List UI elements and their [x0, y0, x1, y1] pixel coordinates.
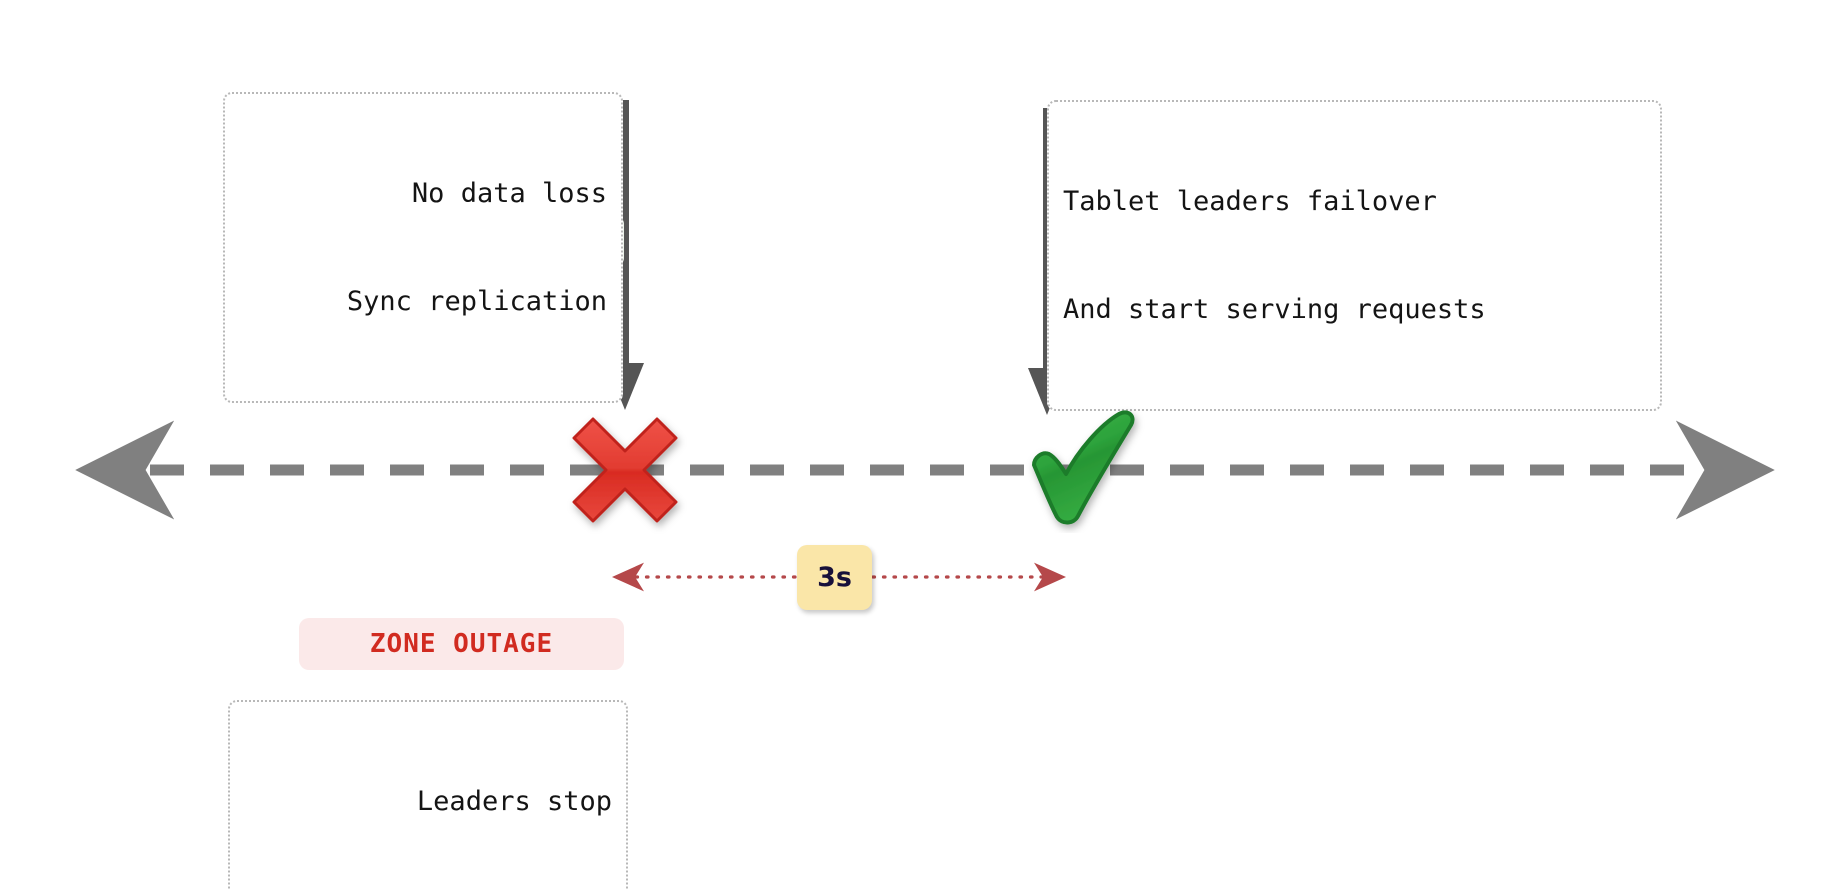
- note-top-right: Tablet leaders failover And start servin…: [1047, 100, 1662, 412]
- zone-outage-badge: ZONE OUTAGE: [299, 618, 624, 670]
- note-bottom-left: Leaders stop serving requests: [228, 700, 628, 890]
- check-mark-icon: [1032, 410, 1135, 525]
- note-top-left-line2: Sync replication: [346, 285, 607, 317]
- note-top-left: No data loss Sync replication: [223, 92, 623, 404]
- note-bottom-left-line1: Leaders stop: [416, 785, 612, 817]
- cross-mark-icon: [572, 417, 678, 523]
- note-top-left-line1: No data loss: [411, 177, 607, 209]
- note-top-right-line1: Tablet leaders failover: [1063, 185, 1437, 217]
- note-top-right-line2: And start serving requests: [1063, 293, 1486, 325]
- duration-chip: 3s: [797, 545, 872, 610]
